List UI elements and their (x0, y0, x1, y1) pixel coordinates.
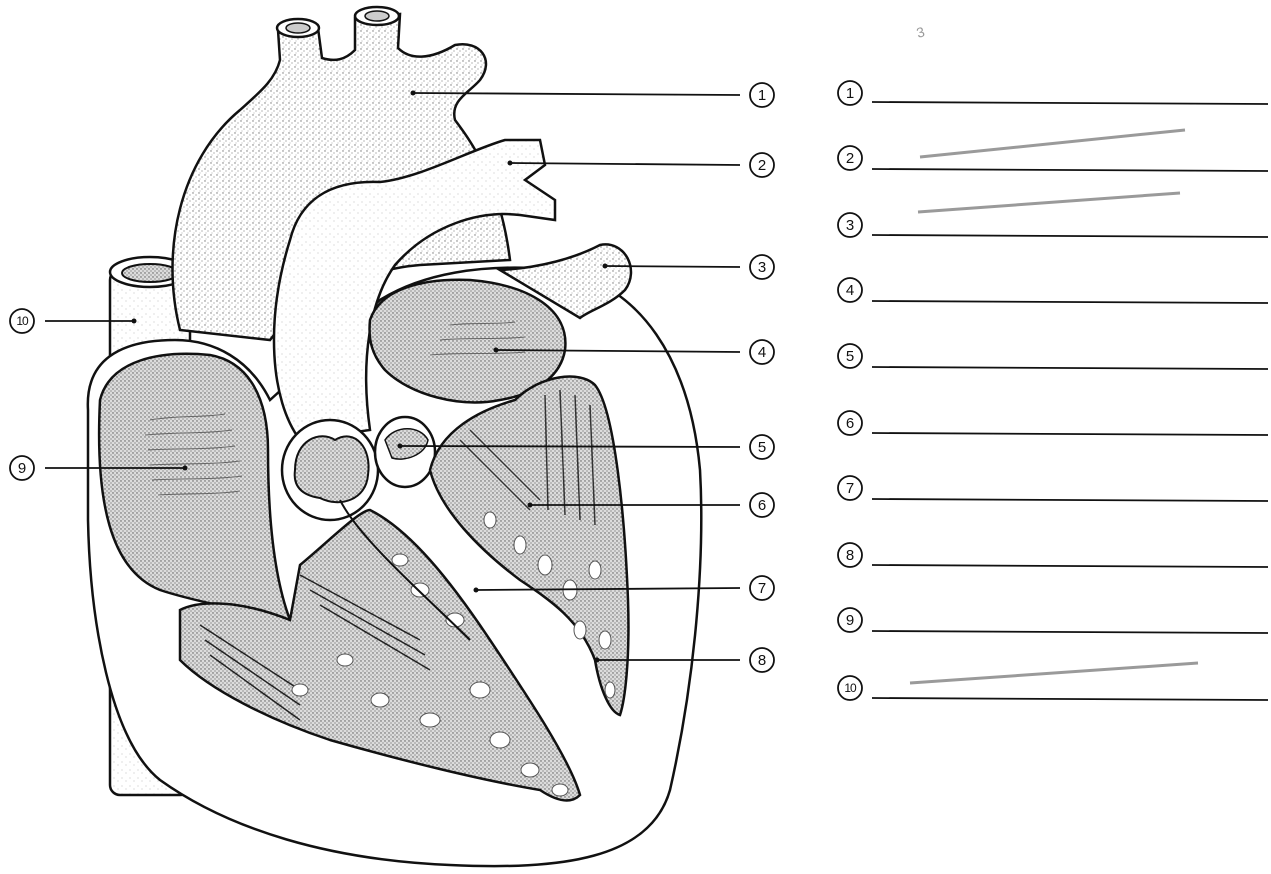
callout-2-number: 2 (758, 157, 766, 174)
answer-7-number: 7 (846, 480, 854, 497)
answer-row-4: 4 (838, 278, 1268, 303)
answer-2-blank[interactable] (872, 169, 1268, 171)
aortic-valve (282, 420, 378, 520)
answer-10-number: 10 (844, 681, 857, 695)
answer-row-1: 1 (838, 81, 1268, 105)
answer-row-8: 8 (838, 543, 1268, 567)
answer-9-number: 9 (846, 612, 854, 629)
answer-row-6: 6 (838, 411, 1268, 435)
callout-2: 2 (750, 153, 774, 177)
answer-6-number: 6 (846, 415, 854, 432)
answer-2-number: 2 (846, 150, 854, 167)
answer-row-5: 5 (838, 344, 1268, 369)
answer-6-blank[interactable] (872, 433, 1268, 435)
answer-1-blank[interactable] (872, 102, 1268, 104)
answer-4-blank[interactable] (872, 301, 1268, 303)
answer-5-blank[interactable] (872, 367, 1268, 369)
callout-10-number: 10 (16, 314, 29, 328)
answer-8-blank[interactable] (872, 565, 1268, 567)
answer-3-blank[interactable] (872, 235, 1268, 237)
callout-6-number: 6 (758, 497, 766, 514)
callout-9-number: 9 (18, 460, 26, 477)
answer-1-number: 1 (846, 85, 854, 102)
answer-4-number: 4 (846, 282, 854, 299)
mitral-valve (375, 417, 435, 487)
callout-7-number: 7 (758, 580, 766, 597)
callout-9: 9 (10, 456, 34, 480)
callout-5-number: 5 (758, 439, 766, 456)
answer-row-9: 9 (838, 608, 1268, 633)
callout-3-number: 3 (758, 259, 766, 276)
callout-7: 7 (750, 576, 774, 600)
callout-6: 6 (750, 493, 774, 517)
answer-row-7: 7 (838, 476, 1268, 501)
callout-4: 4 (750, 340, 774, 364)
answer-row-10: 10 (838, 663, 1268, 700)
answer-3-number: 3 (846, 217, 854, 234)
callout-8: 8 (750, 648, 774, 672)
answer-row-3: 3 (838, 193, 1268, 237)
callout-1-number: 1 (758, 87, 766, 104)
callout-10: 10 (10, 309, 34, 333)
answer-7-blank[interactable] (872, 499, 1268, 501)
callout-5: 5 (750, 435, 774, 459)
pencil-stroke (910, 663, 1198, 683)
callout-4-number: 4 (758, 344, 766, 361)
answer-9-blank[interactable] (872, 631, 1268, 633)
callout-8-number: 8 (758, 652, 766, 669)
stray-mark: 3 (915, 23, 927, 41)
answer-8-number: 8 (846, 547, 854, 564)
answer-5-number: 5 (846, 348, 854, 365)
answer-key: 1 2 3 4 5 6 (838, 81, 1268, 700)
pencil-stroke (918, 193, 1180, 212)
answer-10-blank[interactable] (872, 698, 1268, 700)
callout-3: 3 (750, 255, 774, 279)
callout-1: 1 (750, 83, 774, 107)
answer-row-2: 2 (838, 130, 1268, 171)
pencil-stroke (920, 130, 1185, 157)
